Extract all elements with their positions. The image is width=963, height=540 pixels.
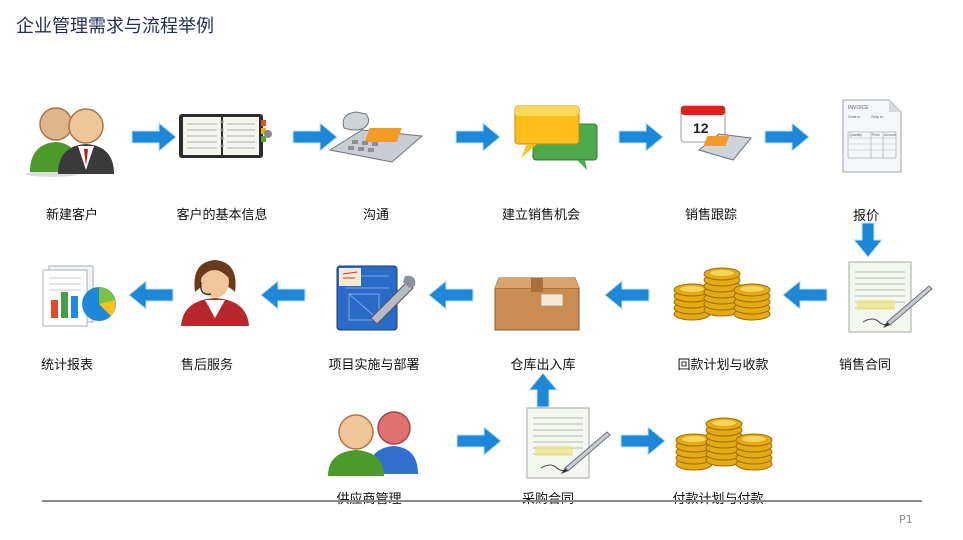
- page-number: P1: [899, 513, 913, 526]
- chat-bubbles-icon: [490, 100, 620, 174]
- arrow-left: [604, 280, 650, 310]
- users-icon: [304, 404, 434, 478]
- arrow-right: [131, 122, 177, 152]
- step-label-new-customer: 新建客户: [45, 208, 99, 223]
- arrow-right: [292, 122, 338, 152]
- svg-text:Price: Price: [872, 133, 880, 137]
- coins-icon: [656, 264, 786, 326]
- svg-text:Quantity: Quantity: [849, 133, 862, 137]
- arrow-left: [128, 280, 174, 310]
- arrow-up: [528, 372, 558, 408]
- arrow-left: [782, 280, 828, 310]
- svg-text:INVOICE: INVOICE: [848, 105, 869, 111]
- step-label-supplier: 供应商管理: [336, 488, 401, 507]
- users-icon: [8, 94, 138, 178]
- step-label-customer-info: 客户的基本信息: [176, 208, 268, 223]
- invoice-icon: INVOICE Sold to Ship to Quantity Price A…: [800, 96, 930, 176]
- step-label-sales-tracking: 销售跟踪: [684, 208, 738, 223]
- arrow-right: [764, 122, 810, 152]
- contract-pen-icon: [818, 256, 948, 336]
- step-label-purchase-contract: 采购合同: [522, 488, 574, 507]
- footer-rule: [42, 500, 922, 502]
- telephone-icon: [312, 100, 442, 168]
- step-label-payment-collection: 回款计划与收款: [677, 358, 769, 373]
- box-icon: [472, 262, 602, 336]
- arrow-right: [618, 122, 664, 152]
- svg-text:Ship to: Ship to: [871, 114, 884, 119]
- step-label-payment-plan: 付款计划与付款: [672, 488, 763, 507]
- calendar-phone-icon: 12: [650, 98, 780, 166]
- arrow-right: [455, 122, 501, 152]
- calendar-day: 12: [693, 120, 709, 136]
- contract-pen-icon: [496, 404, 626, 484]
- arrow-left: [260, 280, 306, 310]
- step-label-warehouse: 仓库出入库: [510, 358, 576, 373]
- arrow-left: [428, 280, 474, 310]
- service-agent-icon: [150, 256, 280, 328]
- page-title: 企业管理需求与流程举例: [16, 16, 214, 37]
- blueprint-tools-icon: [306, 258, 436, 336]
- svg-text:Amount: Amount: [884, 133, 896, 137]
- arrow-right: [620, 426, 666, 456]
- arrow-right: [456, 426, 502, 456]
- address-book-icon: [158, 108, 288, 164]
- step-label-sales-opportunity: 建立销售机会: [501, 208, 581, 223]
- arrow-down: [853, 222, 883, 258]
- step-label-sales-contract: 销售合同: [838, 358, 892, 373]
- step-label-communication: 沟通: [362, 208, 390, 223]
- coins-icon: [658, 414, 788, 476]
- step-label-quotation: 报价: [852, 209, 880, 224]
- step-label-project-deploy: 项目实施与部署: [328, 358, 420, 373]
- report-chart-icon: [4, 262, 134, 328]
- svg-text:Sold to: Sold to: [848, 114, 861, 119]
- step-label-after-sales: 售后服务: [180, 358, 234, 373]
- step-label-statistics: 统计报表: [40, 358, 94, 373]
